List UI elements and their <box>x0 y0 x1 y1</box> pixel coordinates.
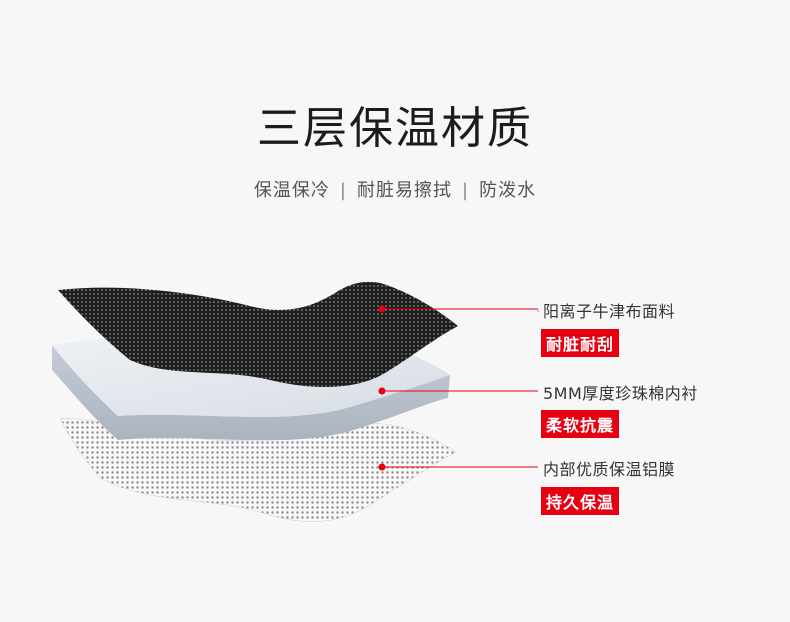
layer-badge-aluminum: 持久保温 <box>541 487 620 515</box>
page-title: 三层保温材质 <box>257 103 533 154</box>
feature-text-1: 保温保冷 <box>253 180 330 201</box>
layer-name-oxford: 阳离子牛津布面料 <box>543 302 676 321</box>
oxford-fabric-layer <box>58 281 458 388</box>
pointer-line-3 <box>378 463 538 471</box>
layer-name-aluminum: 内部优质保温铝膜 <box>543 460 676 479</box>
feature-subtitle: 保温保冷 | 耐脏易擦拭 | 防泼水 <box>0 176 790 202</box>
foam-layer-side <box>52 345 450 441</box>
layer-badge-oxford: 耐脏耐刮 <box>541 329 620 357</box>
feature-text-2: 耐脏易擦拭 <box>357 180 452 201</box>
layer-badge-foam: 柔软抗震 <box>541 410 620 438</box>
separator: | <box>339 180 347 201</box>
layer-name-foam: 5MM厚度珍珠棉内衬 <box>543 384 698 403</box>
pointer-line-1 <box>378 305 539 313</box>
feature-text-3: 防泼水 <box>479 180 537 201</box>
separator: | <box>462 180 470 201</box>
pointer-line-2 <box>378 387 538 395</box>
